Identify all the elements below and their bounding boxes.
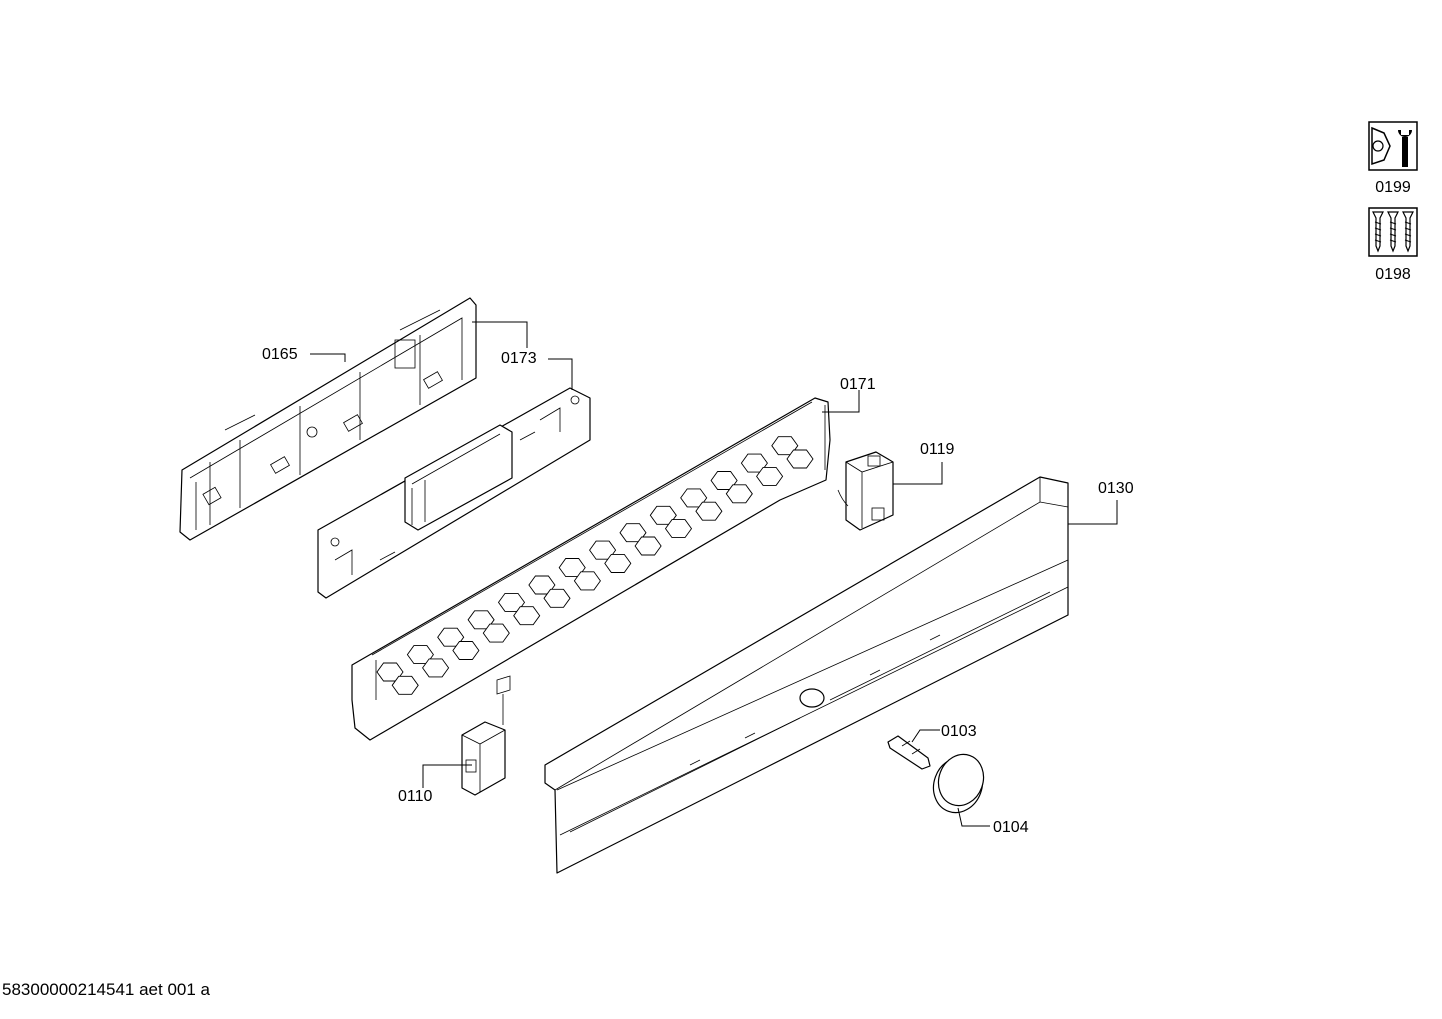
part-0130-front-fascia[interactable] xyxy=(544,476,1069,874)
leader-0165 xyxy=(310,353,346,362)
part-0173-control-board[interactable] xyxy=(317,387,591,599)
screws-legend[interactable]: 0198 xyxy=(1368,207,1418,283)
honeycomb-cell xyxy=(786,449,814,469)
label-0119: 0119 xyxy=(920,441,955,458)
leader-0173-b xyxy=(472,321,528,348)
label-0110: 0110 xyxy=(398,788,433,805)
honeycomb-pattern xyxy=(376,436,814,695)
honeycomb-cell xyxy=(543,588,571,608)
honeycomb-cell xyxy=(422,658,450,678)
screws-label: 0198 xyxy=(1375,266,1411,283)
label-0103: 0103 xyxy=(941,723,977,740)
honeycomb-cell xyxy=(604,553,632,573)
part-0103-shaft[interactable] xyxy=(887,735,931,770)
tools-legend[interactable]: 0199 xyxy=(1368,121,1418,196)
honeycomb-cell xyxy=(634,536,662,556)
honeycomb-cell xyxy=(573,571,601,591)
honeycomb-cell xyxy=(513,606,541,626)
wrench-and-nut-icon xyxy=(1368,121,1418,171)
honeycomb-cell xyxy=(482,623,510,643)
part-0165-rear-frame[interactable] xyxy=(179,297,477,541)
leader-0173 xyxy=(548,358,573,390)
honeycomb-cell xyxy=(452,641,480,660)
label-0104: 0104 xyxy=(993,819,1029,836)
leader-0171 xyxy=(822,390,860,413)
label-0130: 0130 xyxy=(1098,480,1134,497)
part-0110-switch-module[interactable] xyxy=(461,675,511,796)
label-0171: 0171 xyxy=(840,376,876,393)
honeycomb-cell xyxy=(391,675,419,695)
honeycomb-cell xyxy=(725,484,753,504)
part-0171-honeycomb-panel[interactable] xyxy=(351,397,831,741)
leader-0119 xyxy=(893,462,943,485)
honeycomb-cell xyxy=(756,466,784,486)
part-0104-knob[interactable] xyxy=(926,748,991,819)
document-id: 58300000214541 aet 001 a xyxy=(2,980,210,999)
leader-0110 xyxy=(422,764,472,788)
leader-0103 xyxy=(911,729,940,743)
screws-icon xyxy=(1368,207,1418,257)
label-0173: 0173 xyxy=(501,350,537,367)
honeycomb-cell xyxy=(695,501,723,521)
honeycomb-cell xyxy=(664,519,693,539)
leader-0130 xyxy=(1068,500,1118,525)
part-0119-connector-block[interactable] xyxy=(837,451,894,531)
tools-label: 0199 xyxy=(1375,179,1411,196)
leader-0104 xyxy=(957,807,990,827)
label-0165: 0165 xyxy=(262,346,298,363)
